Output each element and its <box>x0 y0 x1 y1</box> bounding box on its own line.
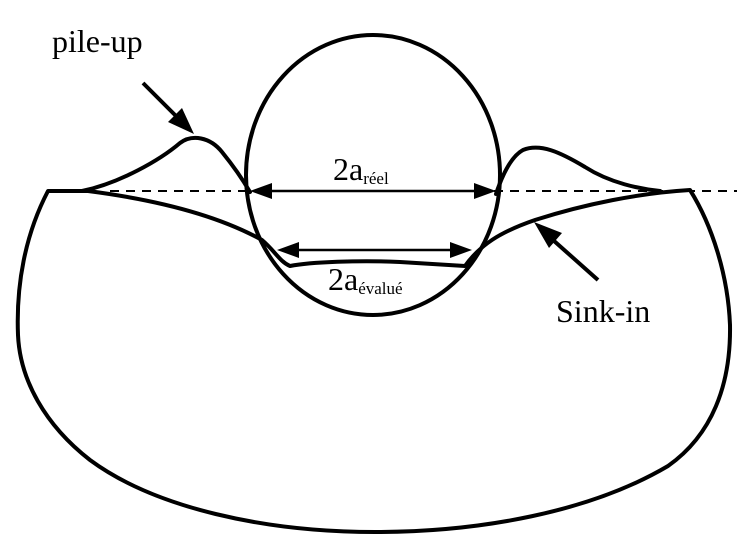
real-width-subscript: réel <box>363 169 389 188</box>
real-contact-width-label: 2aréel <box>333 151 389 188</box>
evaluated-contact-width-dimension <box>277 242 472 258</box>
evaluated-width-subscript: évalué <box>358 279 402 298</box>
right-pile-up-bump <box>494 145 662 196</box>
pile-up-arrow-shaft <box>141 81 182 122</box>
evaluated-width-right-arrowhead <box>450 242 472 258</box>
pile-up-label: pile-up <box>52 23 143 59</box>
real-contact-width-dimension <box>250 183 496 199</box>
real-width-right-arrowhead <box>474 183 496 199</box>
sink-in-label: Sink-in <box>556 293 650 329</box>
evaluated-width-left-arrowhead <box>277 242 299 258</box>
left-pile-up-bump <box>80 135 252 194</box>
evaluated-contact-width-label: 2aévalué <box>328 261 403 298</box>
sink-in-pointer-arrow <box>534 222 600 282</box>
specimen-body <box>15 188 733 534</box>
evaluated-width-main-text: 2a <box>328 261 358 297</box>
sink-in-arrow-shaft <box>551 238 600 282</box>
sink-in-arrowhead <box>534 222 562 248</box>
pile-up-pointer-arrow <box>141 81 194 134</box>
real-width-left-arrowhead <box>250 183 272 199</box>
real-width-main-text: 2a <box>333 151 363 187</box>
spherical-indenter <box>244 33 502 317</box>
pile-up-arrowhead <box>168 108 194 134</box>
